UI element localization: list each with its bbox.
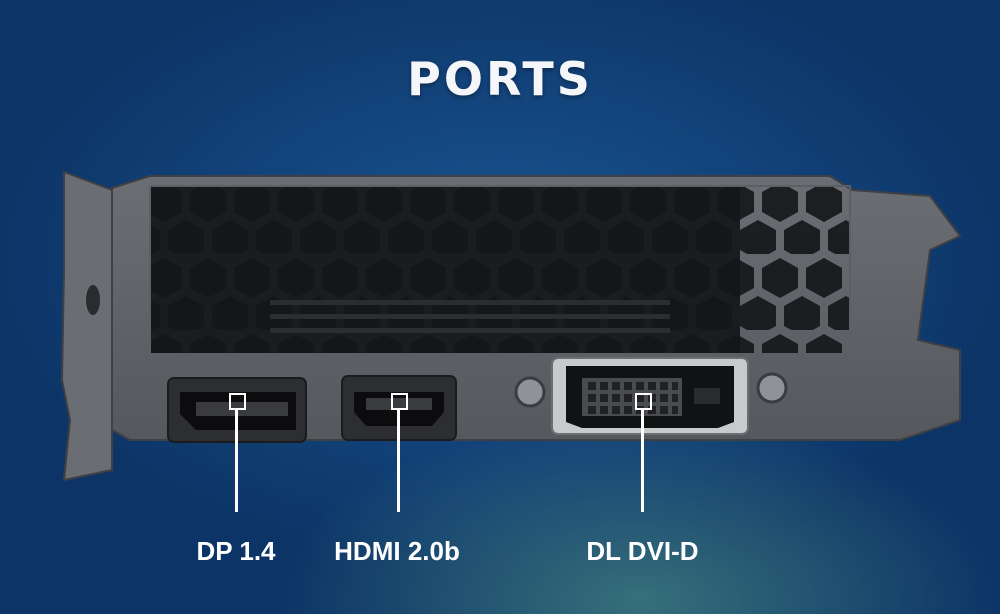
page-title: PORTS [407,52,593,106]
hdmi-pointer [397,408,400,512]
heatsink-fins [270,300,670,333]
port-label-hdmi: HDMI 2.0b [334,536,460,566]
screw-slot [86,285,100,315]
port-label-dp: DP 1.4 [196,536,276,566]
dvi-pointer [641,408,644,512]
bracket-tab [60,170,113,482]
port-label-dvi: DL DVI-D [586,536,699,566]
dp-pointer [235,408,238,512]
